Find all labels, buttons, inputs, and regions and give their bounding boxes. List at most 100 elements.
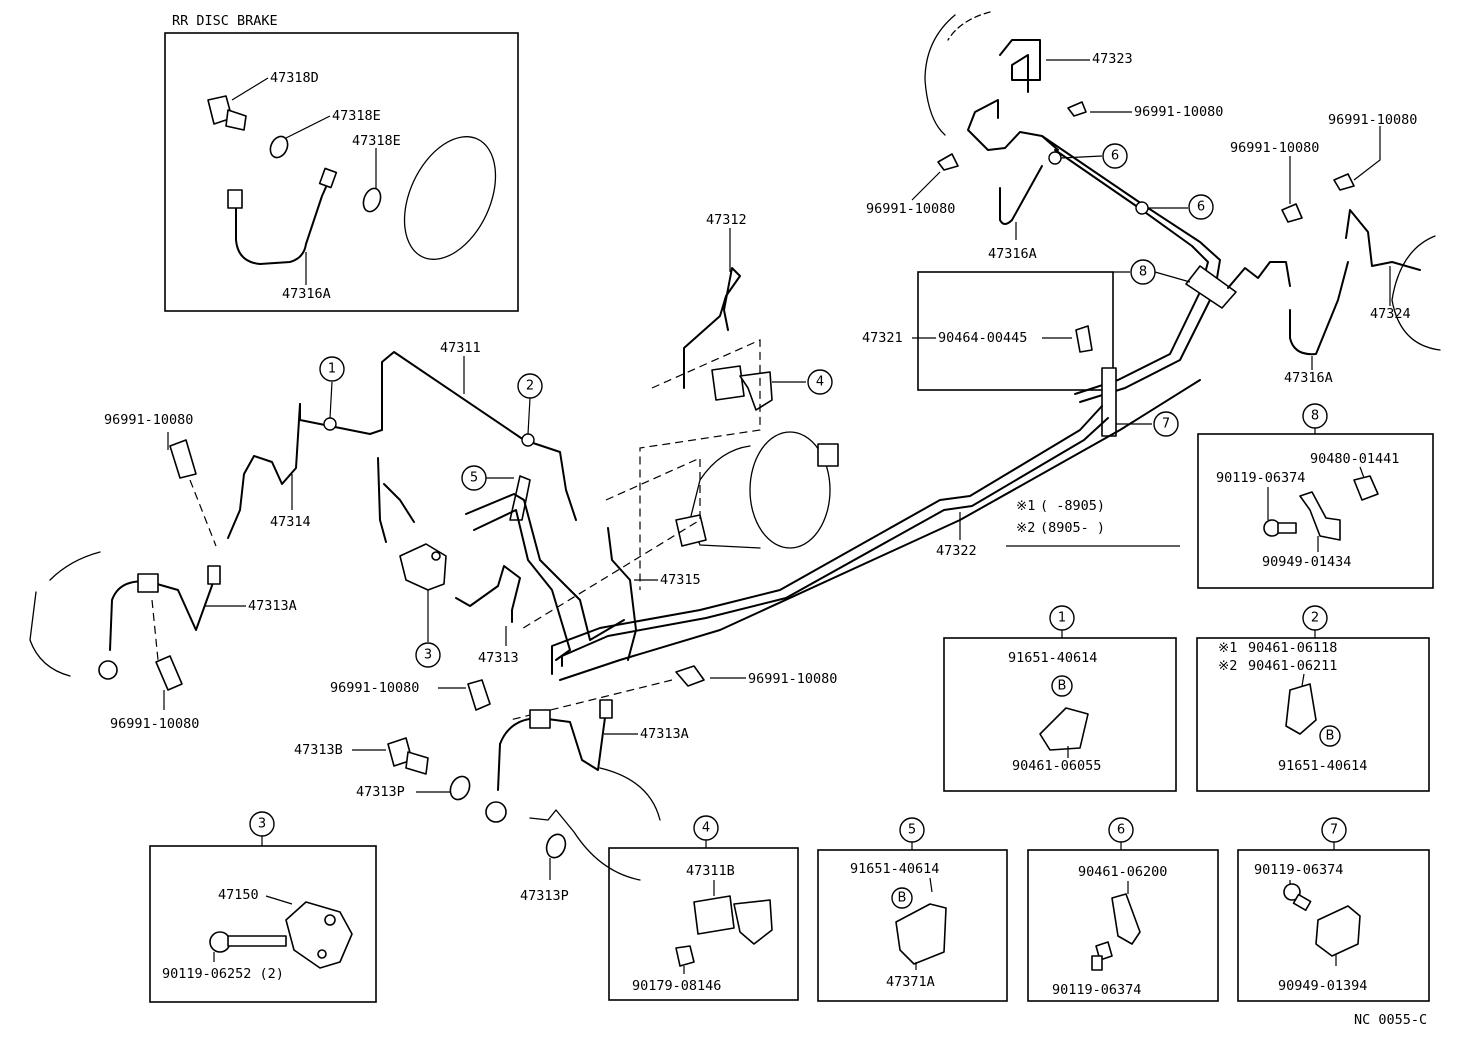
diagram-code: NC 0055-C [1354, 1012, 1427, 1028]
label-96991-mid: 96991-10080 [330, 680, 419, 696]
box8-part1: 90480-01441 [1310, 451, 1399, 467]
box8-clip [1353, 475, 1379, 501]
label-47316a-right: 47316A [1284, 370, 1333, 386]
detail-callout-8-num: 8 [1311, 409, 1319, 424]
box2-mark-text: B [1326, 729, 1335, 744]
tube-bundle-b [473, 509, 571, 661]
box8-part3: 90949-01434 [1262, 554, 1351, 570]
box1-part2: 90461-06055 [1012, 758, 1101, 774]
brake-tube-47323 [999, 39, 1041, 93]
label-47312: 47312 [706, 212, 747, 228]
clip-96991-left [169, 439, 197, 479]
label-47316a-inset: 47316A [282, 286, 331, 302]
detail-box-2 [1196, 637, 1430, 792]
drum-outline-left [29, 551, 101, 677]
label-96991-top2: 96991-10080 [866, 201, 955, 217]
detail-box-6 [1027, 849, 1219, 1002]
brake-tube-47311 [299, 351, 577, 521]
detail-callout-2-num: 2 [1311, 611, 1319, 626]
clip-90464-00445 [1075, 325, 1093, 353]
label-47322: 47322 [936, 543, 977, 559]
box6-clip [1111, 893, 1141, 945]
clip-96991-right1 [1281, 203, 1303, 223]
box8-bolt [1263, 519, 1297, 537]
detail-callout-3-num: 3 [258, 817, 266, 832]
box8-part2: 90119-06374 [1216, 470, 1305, 486]
callout-1-num: 1 [328, 362, 336, 377]
box1-clamp [1039, 707, 1089, 751]
dashed-outline-master [639, 339, 761, 590]
brake-booster [675, 431, 839, 549]
callout-8-num: 8 [1139, 265, 1147, 280]
legend-text-1: ( -8905) [1040, 498, 1105, 514]
legend-mark-2: ※2 [1016, 520, 1035, 536]
label-96991-right1: 96991-10080 [1230, 140, 1319, 156]
box1-mark-text: B [1058, 679, 1067, 694]
inset-title: RR DISC BRAKE [172, 13, 278, 29]
label-96991-top1: 96991-10080 [1134, 104, 1223, 120]
clamp-8 [1185, 265, 1237, 309]
label-47313a-mid: 47313A [640, 726, 689, 742]
box5-clamp [895, 903, 947, 965]
label-96991-right2: 96991-10080 [1328, 112, 1417, 128]
label-47313p-b: 47313P [520, 888, 569, 904]
box3-bolt [209, 931, 287, 953]
detail-box-3 [149, 845, 377, 1003]
caliper-fitting-mid [485, 801, 507, 823]
callout-4[interactable] [807, 369, 833, 395]
box3-part2: 90119-06252 (2) [162, 966, 284, 982]
callout-4-num: 4 [816, 375, 824, 390]
callout-7[interactable] [1153, 411, 1179, 437]
drum-outline-right [1391, 235, 1441, 351]
clip-96991-mid2 [675, 665, 705, 687]
callout-2[interactable] [517, 373, 543, 399]
box4-part1: 47311B [686, 863, 735, 879]
callout-6b[interactable] [1188, 194, 1214, 220]
label-47315: 47315 [660, 572, 701, 588]
box2-mark2: ※2 [1218, 658, 1237, 674]
callout-6a-num: 6 [1111, 149, 1119, 164]
label-90464-00445: 90464-00445 [938, 330, 1027, 346]
brake-tube-47313a-left [109, 579, 215, 651]
callout-1[interactable] [319, 356, 345, 382]
tube-front-top-a [967, 99, 1059, 151]
box5-part2: 47371A [886, 974, 935, 990]
label-96991-mid2: 96991-10080 [748, 671, 837, 687]
caliper-fitting-left [98, 660, 118, 680]
tube-rh-link [1227, 261, 1291, 289]
brake-tube-47313 [455, 565, 521, 623]
brake-tube-47315 [607, 527, 637, 661]
detail-callout-4-num: 4 [702, 821, 710, 836]
clip-96991-right2 [1333, 173, 1355, 191]
brake-tube-47313a-mid [497, 709, 607, 791]
dashed-outline-master-2 [519, 457, 701, 631]
clamp-point-6a [1048, 151, 1062, 165]
label-47313p-a: 47313P [356, 784, 405, 800]
label-47313: 47313 [478, 650, 519, 666]
clip-96991-mid [467, 679, 491, 711]
callout-6a[interactable] [1102, 143, 1128, 169]
callout-5-num: 5 [470, 471, 478, 486]
detail-callout-1-num: 1 [1058, 611, 1066, 626]
box2-part1: 90461-06118 [1248, 640, 1337, 656]
label-47311: 47311 [440, 340, 481, 356]
box5-part1: 91651-40614 [850, 861, 939, 877]
box6-part1: 90461-06200 [1078, 864, 1167, 880]
brake-valve-3 [399, 543, 447, 591]
clamp-7 [1101, 367, 1117, 437]
label-96991-left: 96991-10080 [104, 412, 193, 428]
box7-bolt [1283, 883, 1312, 911]
brake-tube-47314 [227, 403, 301, 539]
callout-6b-num: 6 [1197, 200, 1205, 215]
detail-box-8 [1197, 433, 1434, 589]
box7-bracket [1315, 905, 1361, 957]
box7-part2: 90949-01394 [1278, 978, 1367, 994]
brake-tube-47322-c [559, 379, 1201, 681]
flex-hose-47316a-right [1289, 261, 1349, 356]
tube-47311-drop [377, 457, 387, 543]
tube-nut-mid [599, 699, 613, 719]
tube-valve-in [383, 483, 415, 523]
flex-hose-47316a-top [999, 165, 1043, 225]
callout-3[interactable] [415, 642, 441, 668]
